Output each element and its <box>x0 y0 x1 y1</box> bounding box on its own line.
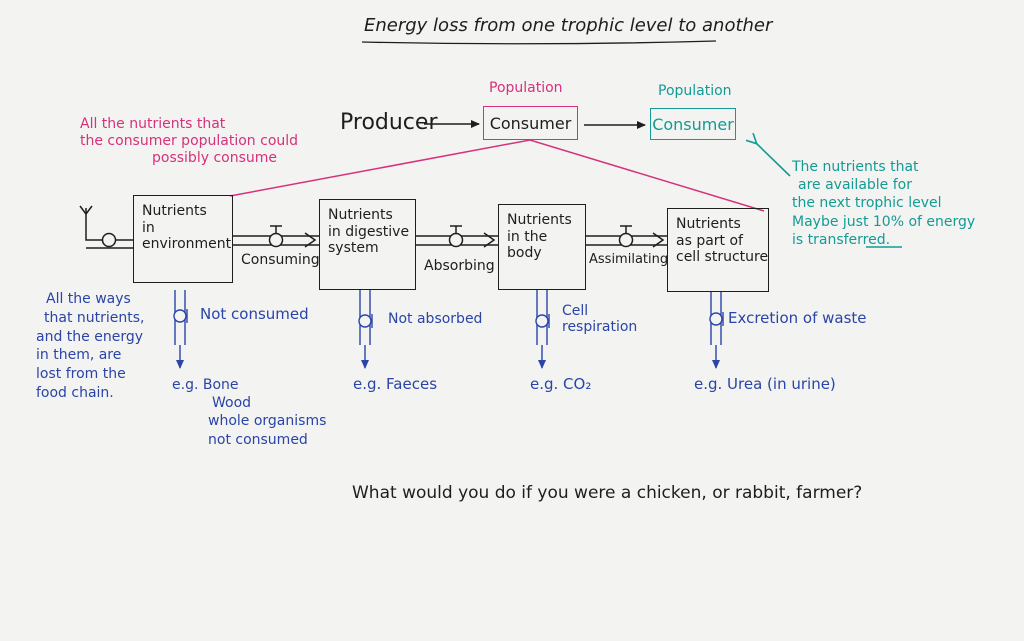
pink-note-line: All the nutrients that <box>80 116 226 132</box>
box-environment-line: in <box>142 219 155 236</box>
box-body-line: body <box>507 245 542 262</box>
teal-note-line: is transferred. <box>792 231 891 248</box>
loss-not-consumed: Not consumed <box>200 305 309 323</box>
box-environment-line: Nutrients <box>142 203 207 219</box>
blue-note-line: in them, are <box>36 347 122 364</box>
example-not-consumed: e.g. Bone Wood whole organisms not consu… <box>172 376 326 449</box>
title-underline <box>361 40 717 45</box>
farmer-question: What would you do if you were a chicken,… <box>352 483 863 503</box>
example-not-absorbed: e.g. Faeces <box>353 375 438 393</box>
example-line: Wood <box>212 395 252 412</box>
consumer-population-tag: Population <box>489 80 563 96</box>
blue-note-line: that nutrients, <box>44 309 145 326</box>
pink-note-line: possibly consume <box>152 150 277 167</box>
next-population-tag: Population <box>658 83 732 99</box>
step-absorbing: Absorbing <box>424 258 495 274</box>
page-title: Energy loss from one trophic level to an… <box>364 15 773 36</box>
blue-note-line: All the ways <box>46 291 131 307</box>
loss-excretion: Excretion of waste <box>728 309 867 327</box>
box-digestive: Nutrients in digestive system <box>319 199 416 290</box>
loss-cell-respiration: Cell respiration <box>562 303 638 336</box>
box-body-line: in the <box>507 228 548 245</box>
pink-note-line: the consumer population could <box>80 133 299 150</box>
teal-note-line: Maybe just 10% of energy <box>792 213 976 230</box>
box-cell-line: as part of <box>676 232 743 249</box>
next-consumer-box: Consumer <box>650 108 736 140</box>
blue-note-line: food chain. <box>36 384 114 401</box>
loss-not-absorbed: Not absorbed <box>388 311 483 327</box>
box-cell-structure: Nutrients as part of cell structure <box>667 208 769 292</box>
box-digestive-line: Nutrients <box>328 207 393 223</box>
teal-note-line: the next trophic level <box>792 195 942 212</box>
step-consuming: Consuming <box>241 252 320 268</box>
inlet-pipe <box>79 205 133 249</box>
loss-arrows <box>176 345 720 369</box>
flow-arrowheads <box>304 232 665 248</box>
pink-bracket <box>229 139 765 212</box>
blue-note-line: and the energy <box>36 328 143 345</box>
teal-note: The nutrients that are available for the… <box>792 158 975 249</box>
example-line: e.g. Bone <box>172 377 239 393</box>
pink-note: All the nutrients that the consumer popu… <box>80 116 298 167</box>
teal-note-line: are available for <box>798 177 912 194</box>
teal-arrow <box>756 143 791 177</box>
blue-note-line: lost from the <box>36 366 126 382</box>
example-line: not consumed <box>208 431 308 448</box>
blue-note: All the ways that nutrients, and the ene… <box>36 290 144 403</box>
example-cell-respiration: e.g. CO₂ <box>530 375 592 393</box>
box-cell-line: Nutrients <box>676 216 741 232</box>
box-cell-line: cell structure <box>676 249 769 266</box>
flow-valves <box>268 225 634 248</box>
box-environment-line: environment <box>142 236 232 253</box>
box-environment: Nutrients in environment <box>133 195 233 283</box>
box-digestive-line: system <box>328 240 379 257</box>
producer-label: Producer <box>340 110 438 135</box>
consumer-box: Consumer <box>483 106 578 140</box>
example-excretion: e.g. Urea (in urine) <box>694 375 836 393</box>
box-body: Nutrients in the body <box>498 204 586 290</box>
box-digestive-line: in digestive <box>328 223 410 240</box>
example-line: whole organisms <box>208 413 327 430</box>
teal-note-line: The nutrients that <box>792 159 919 175</box>
box-body-line: Nutrients <box>507 212 572 228</box>
step-assimilating: Assimilating <box>589 252 669 267</box>
loss-valves <box>173 309 724 328</box>
